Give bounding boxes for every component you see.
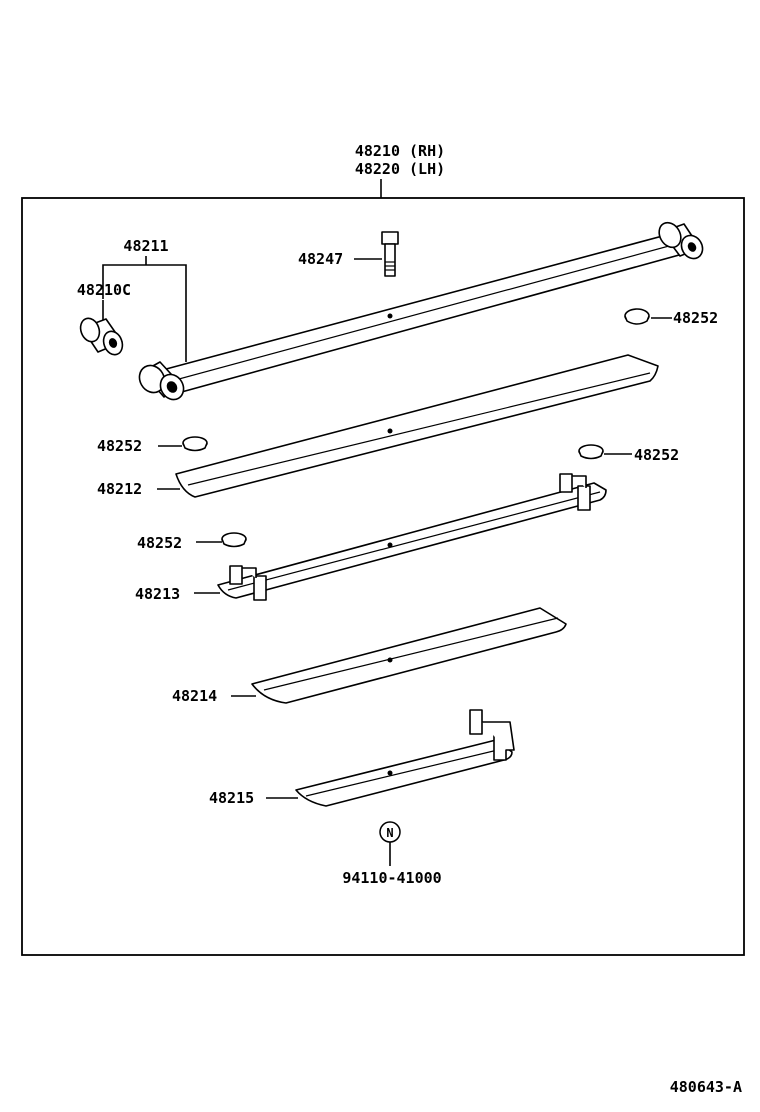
label-bushing: 48210C (77, 281, 131, 299)
main-leaf (138, 221, 704, 401)
label-insulator-left-upper: 48252 (97, 437, 142, 455)
label-leaf-no3: 48213 (135, 585, 180, 603)
figure-code: 480643-A (670, 1078, 742, 1096)
label-insulator-right-mid: 48252 (634, 446, 679, 464)
label-insulator-top-right: 48252 (673, 309, 718, 327)
assembly-label-rh: 48210 (RH) (355, 142, 445, 160)
assembly-frame (21, 197, 745, 956)
insulator-left-lower (221, 532, 247, 548)
insulator-right-mid (578, 444, 604, 460)
label-insulator-left-lower: 48252 (137, 534, 182, 552)
label-nut: 94110-41000 (342, 869, 441, 887)
label-leaf-no2: 48212 (97, 480, 142, 498)
label-center-bolt: 48247 (298, 250, 343, 268)
leaf-no5 (295, 709, 515, 807)
nut-symbol-letter: N (386, 826, 393, 840)
leaf-no3 (217, 473, 607, 601)
leaf-no2 (175, 354, 659, 498)
label-leaf-no4: 48214 (172, 687, 217, 705)
center-bolt-part (381, 231, 399, 277)
insulator-left-upper (182, 436, 208, 452)
bushing-assy-bracket (102, 264, 187, 362)
label-leaf-no5: 48215 (209, 789, 254, 807)
bushing-part (79, 317, 124, 356)
leaf-no4 (251, 607, 567, 704)
insulator-top-right (624, 308, 650, 325)
assembly-label-lh: 48220 (LH) (355, 160, 445, 178)
label-bushing-assy: 48211 (123, 237, 168, 255)
